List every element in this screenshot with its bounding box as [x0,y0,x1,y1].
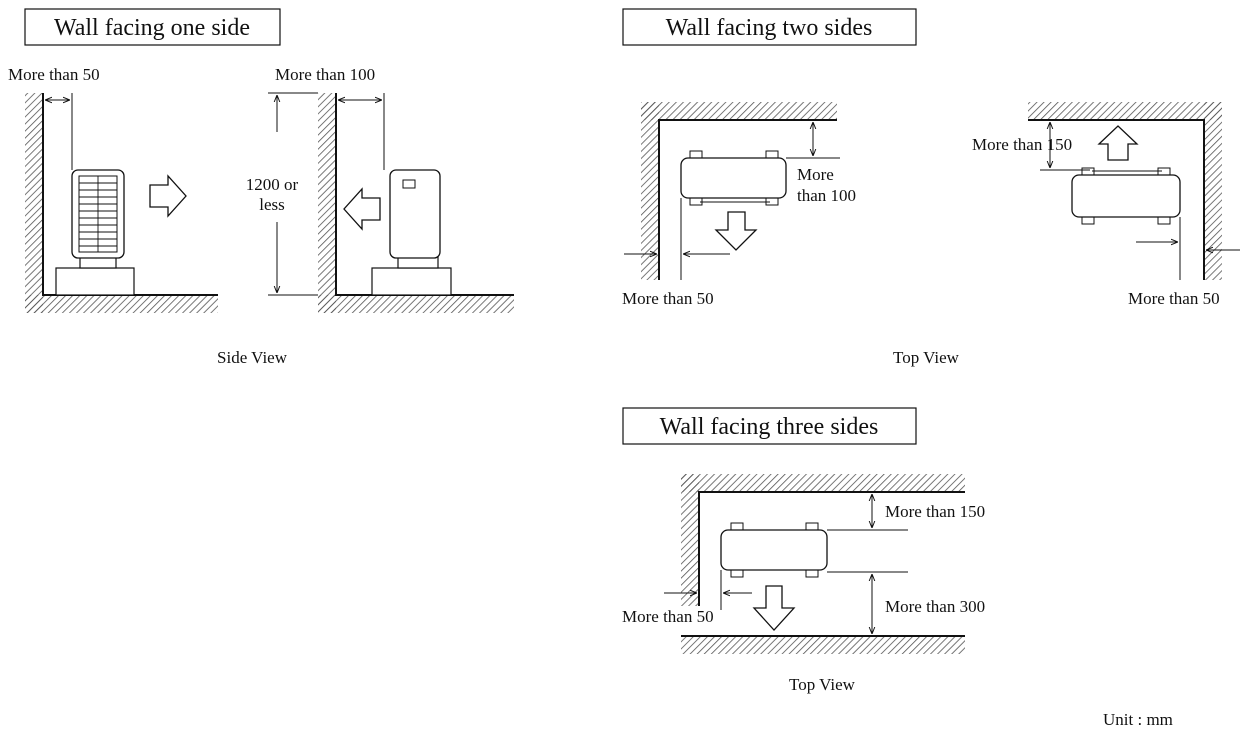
airflow-arrow-icon [149,174,187,218]
clearance-label-50: More than 50 [622,607,714,626]
airflow-arrow-icon [714,211,758,251]
indoor-unit-top [720,529,828,571]
unit-tab [805,522,819,530]
section-title: Wall facing two sides [666,15,873,41]
unit-base [371,267,452,296]
wall-edge [698,491,965,606]
height-label-line1: 1200 or [246,175,299,194]
indoor-unit-top [680,157,787,199]
clearance-label-50: More than 50 [1128,289,1220,308]
floor-hatch [318,295,514,313]
section-three-sides: Wall facing three sides More than 150 Mo… [622,407,985,694]
wall-hatch [25,93,43,313]
wall-hatch [318,93,336,313]
title-box [622,407,917,445]
wall-edge [658,119,837,280]
wall-hatch [1204,102,1222,280]
clearance-label-50: More than 50 [622,289,714,308]
wall-edge [42,93,218,296]
view-caption: Top View [789,675,856,694]
unit-tab [730,522,744,530]
indoor-unit-top [1071,174,1181,218]
unit-handle [402,179,416,189]
view-caption: Top View [893,348,960,367]
wall-hatch [1028,102,1222,120]
unit-tab [1157,217,1171,225]
wall-hatch [681,474,699,606]
airflow-arrow-icon [343,187,381,231]
unit-tab [730,570,744,578]
wall-hatch [641,102,659,280]
section-title: Wall facing three sides [660,414,879,440]
clearance-label-than100: than 100 [797,186,856,205]
clearance-label-50: More than 50 [8,65,100,84]
clearance-label-100: More than 100 [275,65,375,84]
unit-base [55,267,135,296]
section-title: Wall facing one side [54,15,250,41]
height-label-line2: less [259,195,285,214]
clearance-label-150: More than 150 [972,135,1072,154]
clearance-label-more: More [797,165,834,184]
airflow-arrow-icon [1097,125,1139,161]
unit-tab [765,150,779,158]
unit-note: Unit : mm [1103,710,1173,729]
wall-edge [335,93,514,296]
section-two-sides: Wall facing two sides More than 100 More… [622,8,1240,367]
clearance-label-300: More than 300 [885,597,985,616]
wall-hatch [681,474,965,492]
title-box [24,8,281,46]
fan-grille-lines [79,176,117,252]
unit-tab [805,570,819,578]
unit-tab [1081,217,1095,225]
outdoor-unit-profile [389,169,441,259]
unit-tab [689,150,703,158]
section-one-side: Wall facing one side More than 50 [8,8,514,367]
wall-hatch [641,102,837,120]
clearance-label-150: More than 150 [885,502,985,521]
title-box [622,8,917,46]
wall-hatch [681,636,965,654]
floor-hatch [25,295,218,313]
view-caption: Side View [217,348,288,367]
wall-edge [1028,119,1205,280]
airflow-arrow-icon [752,585,796,631]
